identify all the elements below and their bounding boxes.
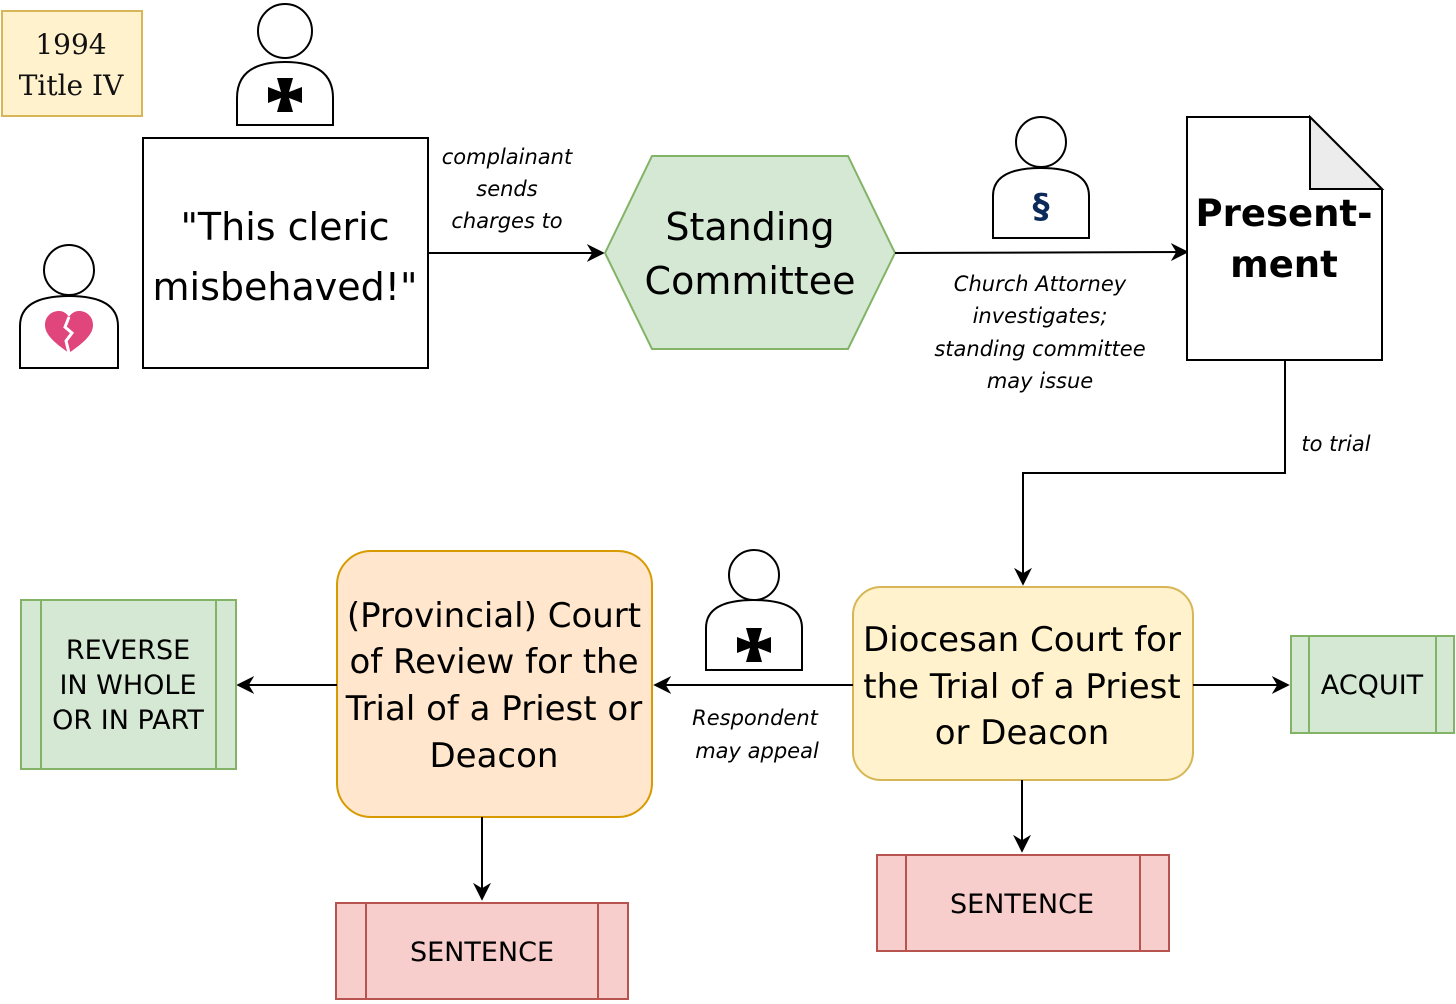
- presentment-line-2: ment: [1230, 243, 1338, 286]
- reverse-line-2: IN WHOLE: [59, 670, 196, 701]
- sentence-diocesan-node: SENTENCE: [876, 854, 1170, 952]
- cross-pattee-icon: [737, 628, 771, 662]
- review-court-line-1: (Provincial) Court: [347, 596, 641, 636]
- edge-complaint-line-3: charges to: [451, 209, 562, 233]
- complaint-line-2: misbehaved!": [153, 265, 418, 309]
- edge-complaint-label: complainant sends charges to: [442, 145, 573, 233]
- standing-committee-node: Standing Committee: [603, 155, 897, 350]
- standing-committee-line-2: Committee: [645, 259, 856, 303]
- diocesan-court-line-3: or Deacon: [935, 713, 1110, 753]
- review-court-line-4: Deacon: [430, 736, 559, 776]
- broken-heart-icon: [45, 311, 93, 354]
- edge-trial-label: to trial: [1301, 432, 1370, 456]
- complainant-figure: [19, 244, 119, 369]
- sentence-review-node: SENTENCE: [335, 902, 629, 1000]
- review-court-node: (Provincial) Court of Review for the Tri…: [336, 550, 653, 818]
- edge-investigate-line-3: standing committee: [934, 337, 1145, 361]
- sentence-review-label: SENTENCE: [410, 937, 554, 968]
- cleric-figure-top: [236, 3, 334, 126]
- acquit-node: ACQUIT: [1290, 635, 1455, 734]
- diocesan-court-line-1: Diocesan Court for: [863, 620, 1181, 660]
- edge-complaint-line-1: complainant: [442, 145, 573, 169]
- reverse-line-1: REVERSE: [66, 635, 190, 666]
- diocesan-court-line-2: the Trial of a Priest: [863, 667, 1180, 707]
- section-sign-icon: §: [1033, 187, 1050, 227]
- reverse-line-3: OR IN PART: [52, 705, 204, 736]
- cross-pattee-icon: [268, 78, 302, 112]
- version-year: 1994: [35, 28, 106, 61]
- version-title: Title IV: [19, 69, 124, 102]
- attorney-figure: §: [992, 116, 1090, 239]
- edge-complaint-line-2: sends: [476, 177, 538, 201]
- presentment-document: Present- ment: [1186, 114, 1385, 361]
- edge-appeal-line-2: may appeal: [695, 739, 819, 763]
- complaint-box: "This cleric misbehaved!": [142, 137, 429, 369]
- version-box: 1994 Title IV: [1, 10, 143, 117]
- cleric-figure-appeal: [705, 549, 803, 671]
- standing-committee-line-1: Standing: [665, 205, 834, 249]
- review-court-line-2: of Review for the: [349, 642, 638, 682]
- edge-investigate-line-2: investigates;: [973, 304, 1108, 328]
- edge-appeal-line-1: Respondent: [692, 706, 818, 730]
- diocesan-court-node: Diocesan Court for the Trial of a Priest…: [852, 586, 1194, 781]
- reverse-node: REVERSE IN WHOLE OR IN PART: [20, 599, 237, 770]
- complaint-line-1: "This cleric: [180, 205, 389, 249]
- edge-presentment-to-trial: [1014, 360, 1286, 586]
- acquit-label: ACQUIT: [1321, 670, 1424, 701]
- edge-investigate-line-4: may issue: [987, 369, 1093, 393]
- edge-investigate-label: Church Attorney investigates; standing c…: [934, 272, 1145, 393]
- presentment-line-1: Present-: [1196, 192, 1373, 235]
- sentence-diocesan-label: SENTENCE: [950, 889, 1094, 920]
- review-court-line-3: Trial of a Priest or: [345, 689, 642, 729]
- edge-investigate-line-1: Church Attorney: [954, 272, 1127, 296]
- edge-committee-to-presentment: [894, 243, 1189, 262]
- edge-appeal-label: Respondent may appeal: [692, 706, 819, 763]
